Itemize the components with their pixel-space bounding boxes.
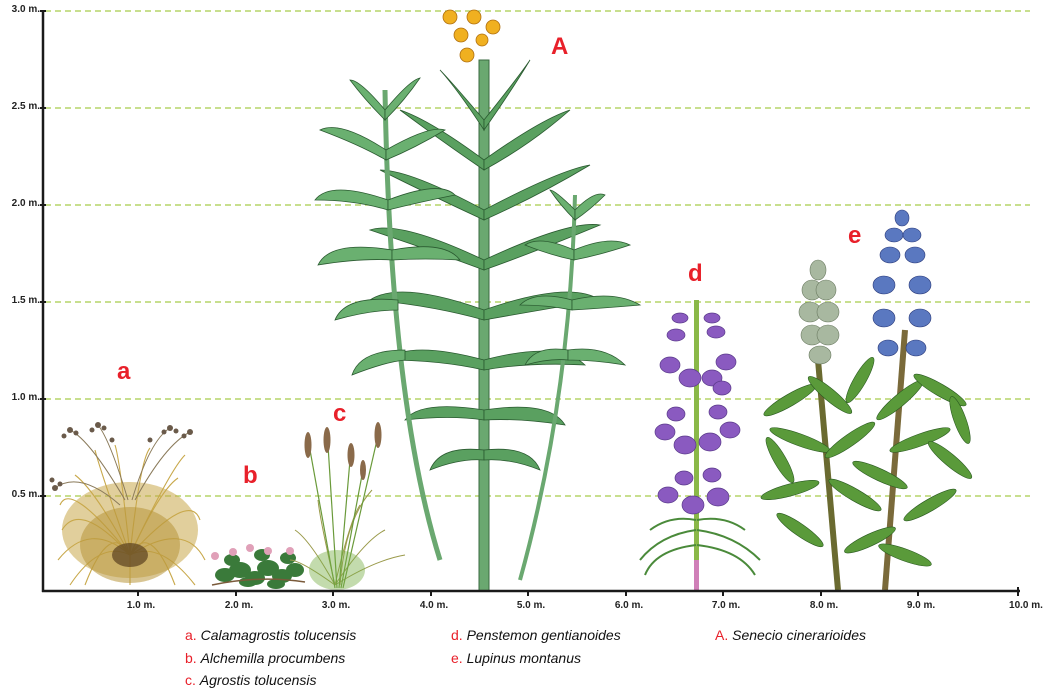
plant-label-e: e — [848, 222, 862, 249]
legend-item-b: b. Alchemilla procumbens — [185, 650, 345, 666]
plant-label-d: d — [688, 260, 703, 287]
legend-item-c: c. Agrostis tolucensis — [185, 672, 317, 688]
y-tick-label: 0.5 m. — [11, 489, 40, 500]
y-tick-label: 3.0 m. — [11, 4, 40, 15]
x-tick-label: 10.0 m. — [1009, 600, 1043, 611]
plant-b-alchemilla-illustration — [211, 544, 306, 589]
legend-species: Calamagrostis tolucensis — [200, 627, 357, 643]
plant-label-A: A — [551, 33, 569, 60]
legend-key: a. — [185, 627, 197, 643]
legend-species: Penstemon gentianoides — [466, 627, 621, 643]
y-tick-label: 2.0 m. — [11, 198, 40, 209]
plant-a-calamagrostis-illustration — [49, 422, 206, 586]
plant-c-agrostis-illustration — [289, 422, 406, 590]
legend-key: b. — [185, 650, 197, 666]
gridlines — [45, 10, 1030, 497]
legend-item-a: a. Calamagrostis tolucensis — [185, 627, 356, 643]
plant-e-lupinus-illustration — [760, 209, 973, 591]
legend-key: c. — [185, 672, 196, 688]
x-tick-label: 6.0 m. — [614, 600, 644, 611]
x-tick-label: 2.0 m. — [224, 600, 254, 611]
legend-species: Alchemilla procumbens — [200, 650, 346, 666]
y-tick-label: 2.5 m. — [11, 101, 40, 112]
plant-d-penstemon-illustration — [639, 300, 761, 590]
plant-label-c: c — [333, 400, 347, 427]
x-tick-label: 4.0 m. — [419, 600, 449, 611]
legend-item-A: A. Senecio cinerarioides — [715, 627, 866, 643]
plant-A-senecio-illustration — [314, 9, 642, 592]
x-tick-label: 8.0 m. — [809, 600, 839, 611]
y-tick-label: 1.5 m. — [11, 295, 40, 306]
legend-item-e: e. Lupinus montanus — [451, 650, 581, 666]
legend-key: d. — [451, 627, 463, 643]
legend-species: Agrostis tolucensis — [199, 672, 317, 688]
legend-species: Senecio cinerarioides — [732, 627, 866, 643]
legend-key: A. — [715, 627, 729, 643]
legend-species: Lupinus montanus — [466, 650, 581, 666]
legend-key: e. — [451, 650, 463, 666]
plant-label-b: b — [243, 462, 258, 489]
legend-item-d: d. Penstemon gentianoides — [451, 627, 621, 643]
x-tick-label: 3.0 m. — [321, 600, 351, 611]
x-tick-label: 9.0 m. — [906, 600, 936, 611]
x-tick-label: 7.0 m. — [711, 600, 741, 611]
y-tick-label: 1.0 m. — [11, 392, 40, 403]
x-tick-label: 1.0 m. — [126, 600, 156, 611]
x-tick-label: 5.0 m. — [516, 600, 546, 611]
axes — [40, 10, 1020, 596]
plant-label-a: a — [117, 358, 131, 385]
